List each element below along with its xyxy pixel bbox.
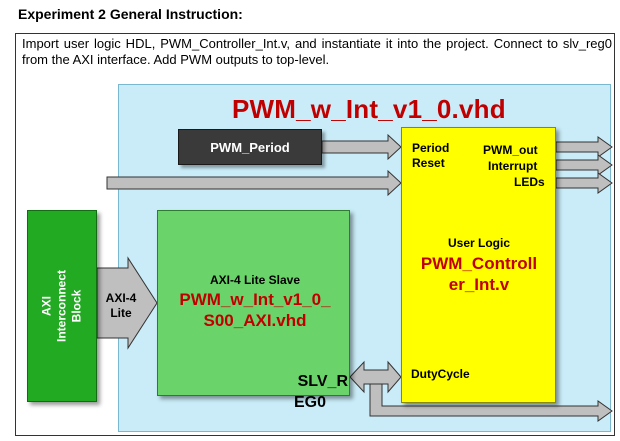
interconnect-line2: Interconnect — [54, 269, 69, 343]
bus-label-line2: Lite — [110, 306, 132, 320]
interconnect-line1: AXI — [39, 295, 54, 317]
axi-interconnect-label: AXI Interconnect Block — [40, 270, 85, 342]
slave-name: PWM_w_Int_v1_0_ S00_AXI.vhd — [160, 289, 350, 331]
user-logic-block — [401, 127, 556, 403]
output-pwm-out: PWM_out — [483, 143, 538, 157]
axi-lite-slave-block — [157, 210, 350, 396]
port-period: Period — [412, 141, 450, 155]
user-logic-name-line1: PWM_Controll — [420, 254, 538, 273]
arrow-leds-out — [555, 172, 613, 194]
arrow-axi-bus — [96, 256, 158, 350]
port-reset: Reset — [412, 156, 445, 170]
arrow-period-to-logic — [321, 133, 402, 161]
slave-caption: AXI-4 Lite Slave — [209, 273, 301, 287]
arrow-pwm-out — [555, 136, 613, 158]
interconnect-line3: Block — [69, 289, 84, 323]
slave-name-line2: S00_AXI.vhd — [203, 311, 307, 330]
slave-name-line1: PWM_w_Int_v1_0_ — [179, 290, 331, 309]
arrow-reset-to-logic — [106, 169, 402, 197]
slv-reg0-label: SLV_R EG0 — [262, 371, 348, 413]
ip-title: PWM_w_Int_v1_0.vhd — [232, 94, 506, 124]
pwm-period-label: PWM_Period — [210, 139, 290, 155]
axi-interconnect-block — [27, 210, 97, 402]
slv-reg-line1: SLV_R — [297, 373, 348, 390]
instruction-frame — [15, 33, 615, 436]
port-dutycycle: DutyCycle — [411, 367, 470, 381]
slv-reg-line2: EG0 — [293, 394, 326, 411]
output-leds: LEDs — [514, 175, 545, 189]
output-interrupt: Interrupt — [488, 159, 538, 173]
arrow-interrupt-out — [555, 154, 613, 176]
axi-bus-label: AXI-4 Lite — [104, 291, 138, 321]
section-heading: Experiment 2 General Instruction: — [18, 6, 243, 22]
bus-label-line1: AXI-4 — [105, 291, 137, 305]
instruction-text: Import user logic HDL, PWM_Controller_In… — [22, 36, 612, 67]
user-logic-caption: User Logic — [447, 236, 510, 250]
user-logic-name: PWM_Controll er_Int.v — [404, 253, 554, 295]
pwm-period-block: PWM_Period — [178, 129, 322, 165]
arrow-bottom-out — [369, 383, 613, 422]
user-logic-name-line2: er_Int.v — [448, 275, 510, 294]
